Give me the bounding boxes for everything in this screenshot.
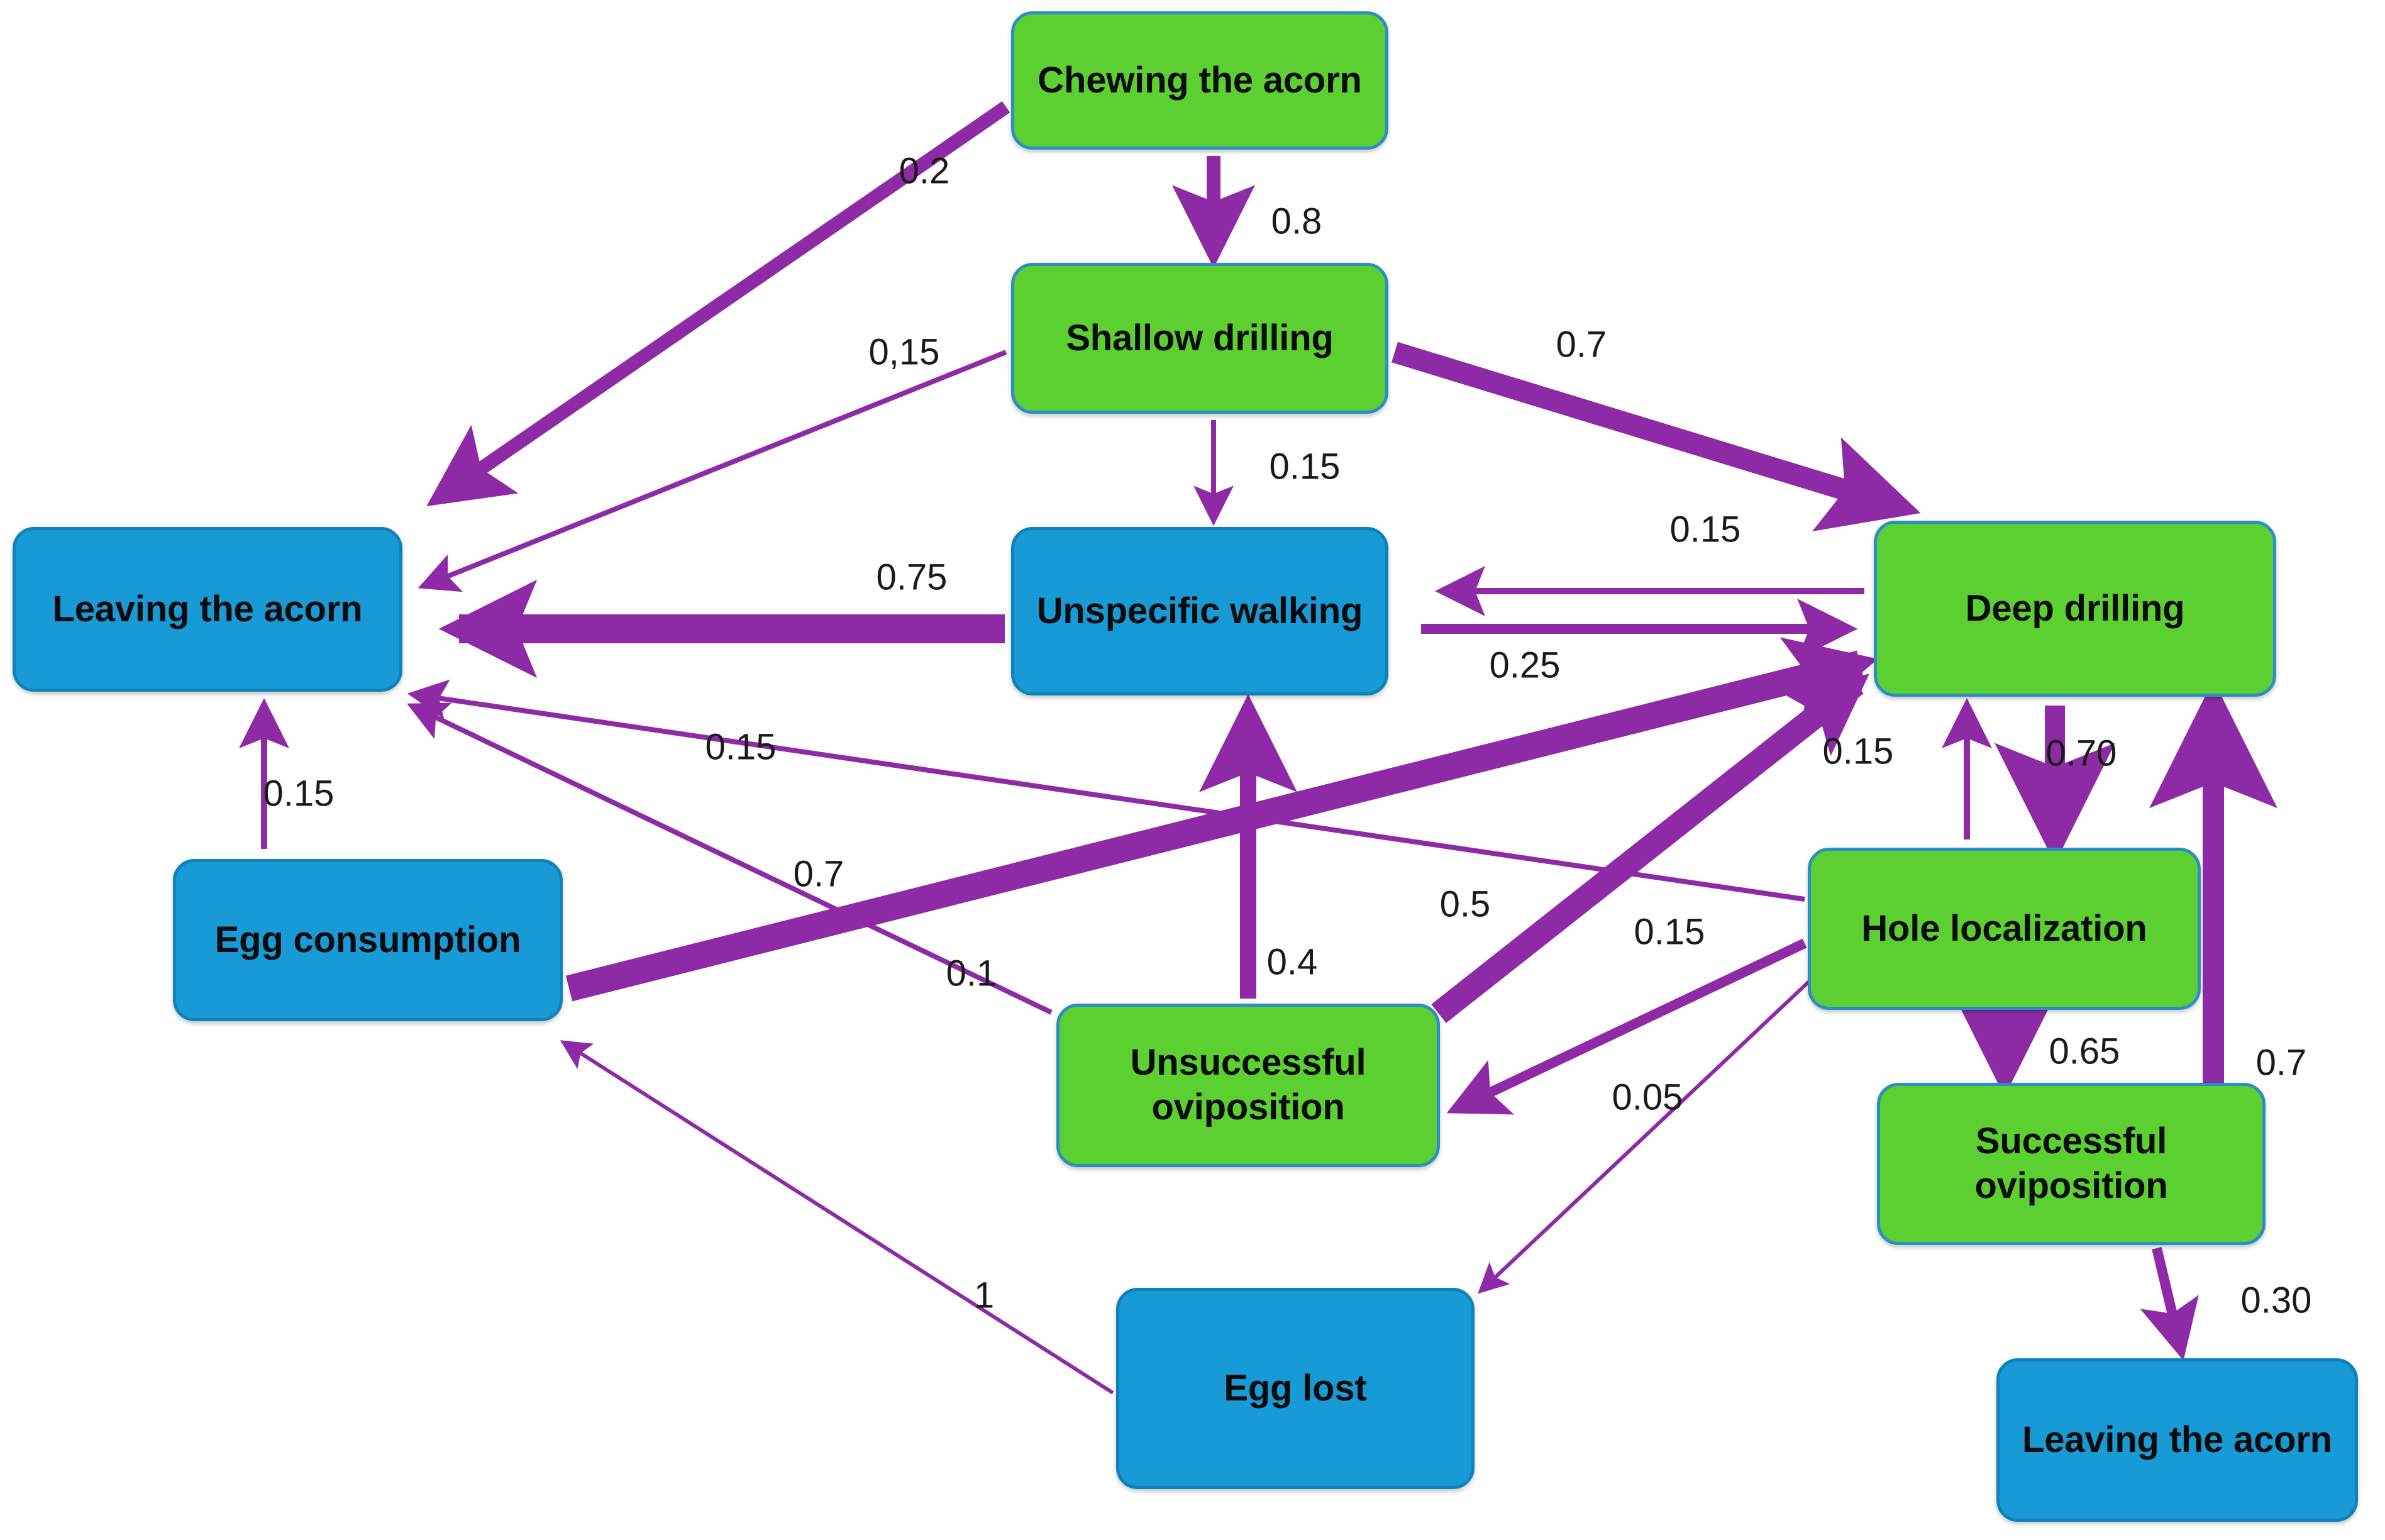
- edge-weight-hole-localization-to-leaving-acorn: 0.1: [946, 953, 997, 994]
- node-leaving-the-acorn-right[interactable]: Leaving the acorn: [1996, 1358, 2358, 1522]
- node-label: Egg consumption: [214, 919, 521, 960]
- edge-egg-consumption-to-deep-drilling: [565, 637, 1878, 1002]
- node-egg-lost[interactable]: Egg lost: [1116, 1288, 1475, 1489]
- node-successful-oviposition[interactable]: Successful oviposition: [1877, 1083, 2266, 1245]
- edge-weight-chewing-to-shallow-drilling: 0.8: [1271, 201, 1322, 242]
- edge-shallow-drilling-to-leaving-acorn: [418, 350, 1007, 592]
- node-chewing-the-acorn[interactable]: Chewing the acorn: [1011, 11, 1388, 150]
- node-label: Egg lost: [1224, 1367, 1367, 1409]
- edge-weight-unsuccessful-oviposition-to-deep-drilling: 0.5: [1439, 884, 1491, 925]
- node-leaving-the-acorn-left[interactable]: Leaving the acorn: [13, 527, 402, 692]
- edge-shallow-drilling-to-deep-drilling: [1392, 341, 1921, 531]
- node-label: Unspecific walking: [1036, 590, 1363, 631]
- edge-weight-unsuccessful-oviposition-to-leaving-acorn: 0.15: [705, 726, 777, 768]
- edge-weight-egg-consumption-to-deep-drilling: 0.7: [793, 853, 844, 895]
- edge-weight-unspecific-walking-to-leaving-acorn: 0.75: [876, 557, 948, 598]
- edge-hole-localization-to-leaving-acorn: [407, 679, 1805, 902]
- node-deep-drilling[interactable]: Deep drilling: [1874, 521, 2276, 697]
- edge-weight-unspecific-walking-to-deep-drilling: 0.25: [1489, 645, 1561, 686]
- edge-weight-chewing-to-leaving-acorn: 0.2: [899, 150, 950, 192]
- edge-egg-lost-to-egg-consumption: [560, 1040, 1114, 1395]
- node-label: Chewing the acorn: [1038, 59, 1362, 101]
- node-hole-localization[interactable]: Hole localization: [1808, 848, 2201, 1010]
- node-label: Unsuccessful oviposition: [1130, 1042, 1366, 1127]
- node-label: Leaving the acorn: [52, 588, 363, 629]
- edge-weight-hole-localization-to-egg-lost: 0.05: [1612, 1077, 1683, 1118]
- edge-weight-successful-oviposition-to-leaving-acorn-right: 0.30: [2240, 1280, 2312, 1321]
- edge-hole-localization-to-egg-lost: [1478, 978, 1813, 1294]
- node-label: Successful oviposition: [1974, 1121, 2168, 1206]
- edge-unsuccessful-oviposition-to-leaving-acorn: [407, 702, 1053, 1015]
- node-label: Leaving the acorn: [2022, 1419, 2332, 1460]
- node-label: Shallow drilling: [1066, 317, 1334, 358]
- node-label: Deep drilling: [1965, 587, 2185, 629]
- node-unsuccessful-oviposition[interactable]: Unsuccessful oviposition: [1056, 1004, 1440, 1167]
- edge-weight-deep-drilling-to-unspecific-walking: 0.15: [1669, 509, 1741, 550]
- edge-weight-shallow-drilling-to-unspecific-walking: 0.15: [1269, 446, 1341, 487]
- node-label: Hole localization: [1861, 907, 2147, 949]
- edge-hole-localization-to-unsuccessful-oviposition: [1446, 938, 1807, 1115]
- edge-weight-deep-drilling-to-hole-localization: 0.70: [2045, 733, 2117, 774]
- edge-weight-successful-oviposition-to-deep-drilling: 0.7: [2255, 1042, 2307, 1083]
- edge-successful-oviposition-to-leaving-acorn-right: [2140, 1247, 2199, 1361]
- node-unspecific-walking[interactable]: Unspecific walking: [1011, 527, 1388, 695]
- edge-chewing-to-leaving-acorn: [426, 101, 1010, 506]
- edge-weight-shallow-drilling-to-leaving-acorn: 0,15: [868, 331, 940, 373]
- edge-weight-hole-localization-to-unsuccessful-oviposition: 0.15: [1634, 911, 1705, 953]
- edge-weight-egg-lost-to-egg-consumption: 1: [973, 1275, 995, 1316]
- node-shallow-drilling[interactable]: Shallow drilling: [1011, 263, 1388, 414]
- edge-weight-unsuccessful-oviposition-to-unspecific-walking: 0.4: [1266, 941, 1318, 983]
- edge-weight-shallow-drilling-to-deep-drilling: 0.7: [1556, 324, 1607, 365]
- edge-unsuccessful-oviposition-to-deep-drilling: [1431, 673, 1869, 1023]
- edge-weight-hole-localization-to-successful-oviposition: 0.65: [2049, 1031, 2120, 1072]
- edge-weight-hole-localization-to-deep-drilling: 0.15: [1822, 731, 1894, 772]
- node-egg-consumption[interactable]: Egg consumption: [173, 859, 563, 1021]
- edge-weight-egg-consumption-to-leaving-acorn: 0.15: [263, 773, 335, 814]
